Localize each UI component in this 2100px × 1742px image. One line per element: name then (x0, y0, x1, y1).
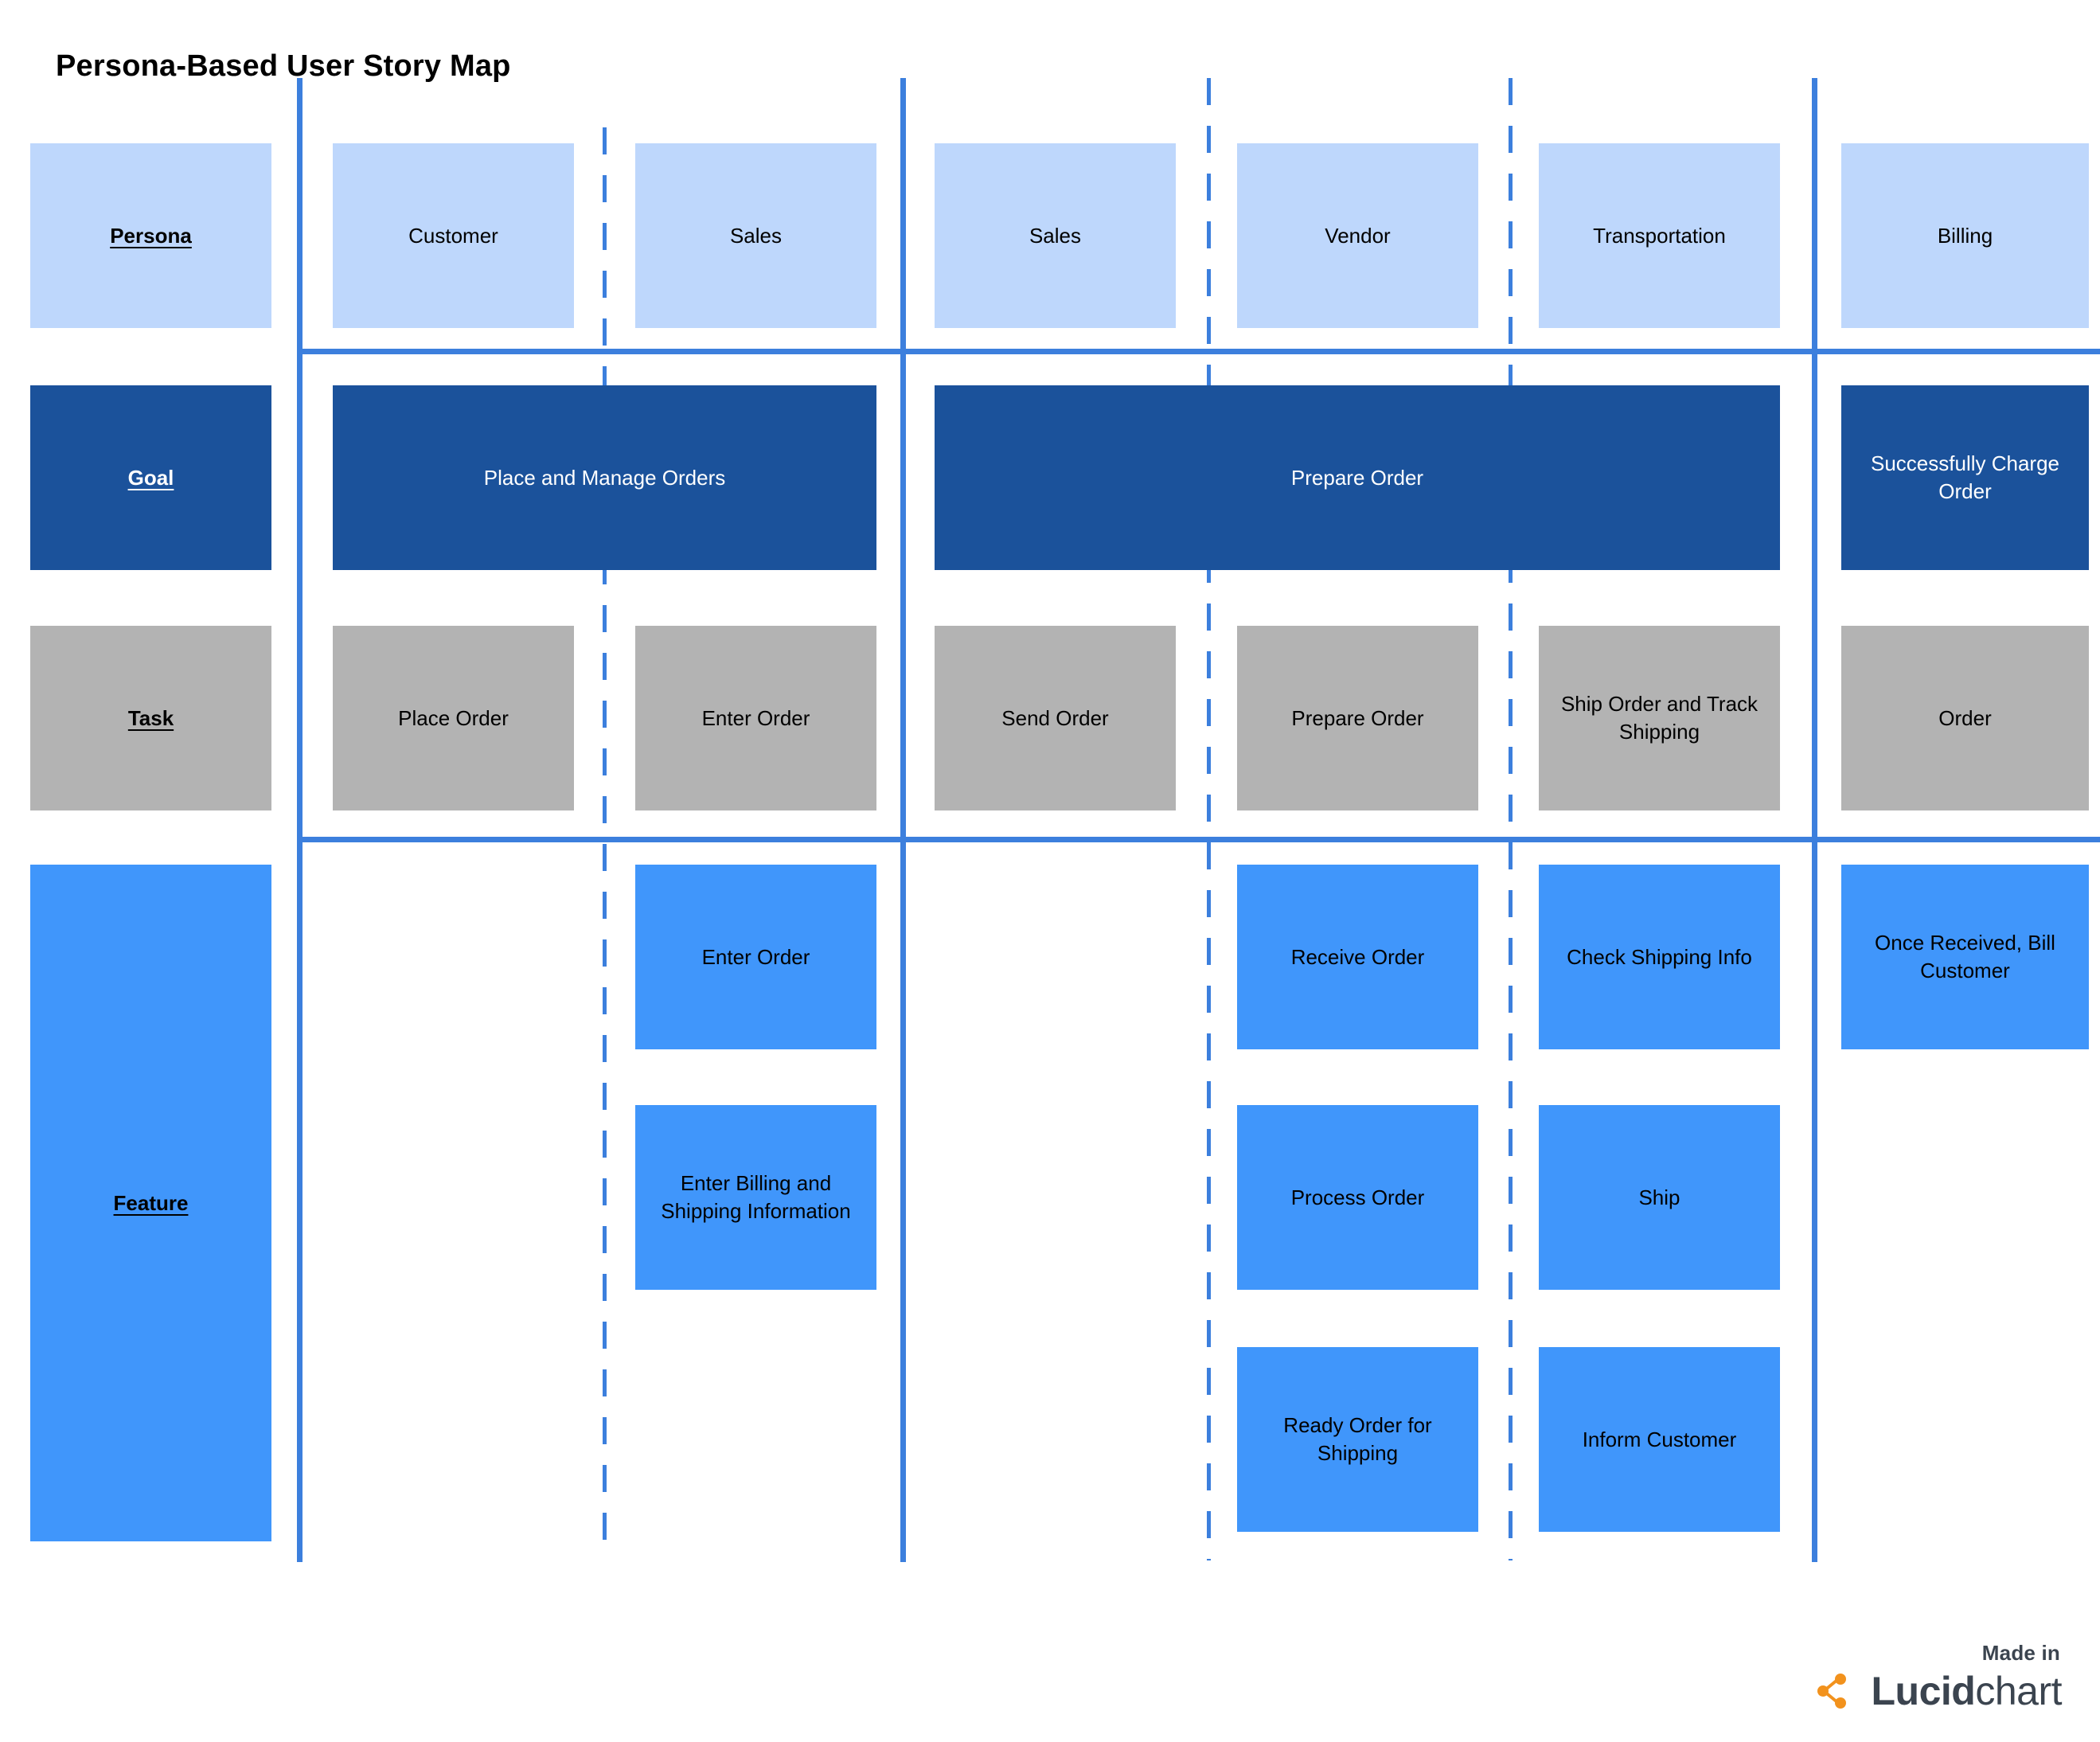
feature-card-receive-order[interactable]: Receive Order (1237, 865, 1478, 1049)
column-divider-major-3 (1812, 78, 1817, 1562)
persona-card-vendor[interactable]: Vendor (1237, 143, 1478, 328)
row-divider-task-feature (297, 837, 2100, 842)
lucidchart-wordmark: Lucidchart (1817, 1670, 2063, 1712)
row-divider-persona-goal (297, 349, 2100, 354)
feature-card-process-order[interactable]: Process Order (1237, 1105, 1478, 1290)
persona-card-billing[interactable]: Billing (1841, 143, 2089, 328)
row-label-feature: Feature (30, 865, 271, 1541)
goal-card-prepare-order[interactable]: Prepare Order (935, 385, 1780, 570)
feature-card-inform-customer[interactable]: Inform Customer (1539, 1347, 1780, 1532)
task-card-enter-order[interactable]: Enter Order (635, 626, 876, 810)
persona-card-sales-send[interactable]: Sales (935, 143, 1176, 328)
feature-card-enter-order[interactable]: Enter Order (635, 865, 876, 1049)
feature-card-check-shipping-info[interactable]: Check Shipping Info (1539, 865, 1780, 1049)
lucidchart-brand-text: Lucidchart (1872, 1671, 2063, 1711)
made-in-label: Made in (1981, 1641, 2060, 1665)
column-divider-dashed-1 (603, 127, 607, 1560)
lucidchart-brand-bold: Lucid (1871, 1669, 1976, 1713)
page-title: Persona-Based User Story Map (56, 49, 511, 83)
feature-card-enter-billing-and-shipping-information[interactable]: Enter Billing and Shipping Information (635, 1105, 876, 1290)
persona-card-sales-enter[interactable]: Sales (635, 143, 876, 328)
task-card-order[interactable]: Order (1841, 626, 2089, 810)
task-card-prepare-order[interactable]: Prepare Order (1237, 626, 1478, 810)
column-divider-major-1 (297, 78, 303, 1562)
lucidchart-brand-light: chart (1975, 1669, 2062, 1713)
persona-card-customer[interactable]: Customer (333, 143, 574, 328)
row-label-persona: Persona (30, 143, 271, 328)
task-card-send-order[interactable]: Send Order (935, 626, 1176, 810)
row-label-goal: Goal (30, 385, 271, 570)
column-divider-major-2 (900, 78, 906, 1562)
feature-card-ready-order-for-shipping[interactable]: Ready Order for Shipping (1237, 1347, 1478, 1532)
feature-card-once-received-bill-customer[interactable]: Once Received, Bill Customer (1841, 865, 2089, 1049)
task-card-ship-order-and-track-shipping[interactable]: Ship Order and Track Shipping (1539, 626, 1780, 810)
lucidchart-logo-icon (1817, 1674, 1846, 1709)
feature-card-ship[interactable]: Ship (1539, 1105, 1780, 1290)
goal-card-place-and-manage-orders[interactable]: Place and Manage Orders (333, 385, 876, 570)
lucidchart-badge: Made in Lucidchart (1817, 1641, 2063, 1712)
column-divider-dashed-2 (1207, 78, 1211, 1560)
column-divider-dashed-3 (1509, 78, 1513, 1560)
persona-card-transportation[interactable]: Transportation (1539, 143, 1780, 328)
task-card-place-order[interactable]: Place Order (333, 626, 574, 810)
goal-card-successfully-charge-order[interactable]: Successfully Charge Order (1841, 385, 2089, 570)
row-label-task: Task (30, 626, 271, 810)
